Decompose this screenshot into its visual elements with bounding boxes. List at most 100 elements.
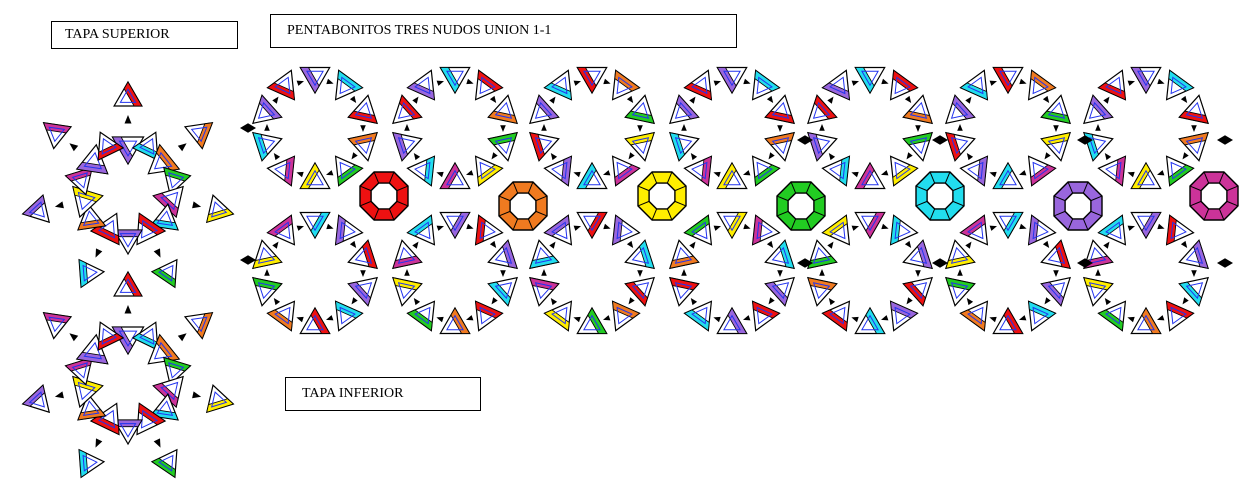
- arrow-marker: [541, 269, 547, 276]
- connector-diamond: [932, 135, 948, 145]
- arrow-marker: [192, 201, 201, 208]
- arrow-marker: [1019, 170, 1026, 175]
- arrow-marker: [437, 226, 444, 231]
- arrow-marker: [492, 152, 498, 159]
- arrow-marker: [350, 96, 356, 103]
- arrow-marker: [881, 79, 888, 84]
- connector-diamond: [240, 255, 256, 265]
- arrow-marker: [905, 96, 911, 103]
- arrow-marker: [154, 248, 161, 257]
- lower-rosette: [530, 213, 654, 334]
- knot-hole: [788, 193, 814, 219]
- arrow-marker: [272, 97, 278, 104]
- upper-rosette: [253, 68, 377, 189]
- arrow-marker: [1043, 241, 1049, 248]
- arrow-marker: [767, 241, 773, 248]
- arrow-marker: [965, 97, 971, 104]
- upper-rosette: [670, 68, 794, 189]
- arrow-marker: [1095, 269, 1101, 276]
- knot-bead: [499, 182, 547, 230]
- arrow-marker: [989, 172, 996, 177]
- arrow-marker: [1157, 170, 1164, 175]
- knot-bead: [360, 172, 408, 220]
- arrow-marker: [178, 333, 187, 341]
- arrow-marker: [714, 81, 721, 86]
- arrow-marker: [1181, 96, 1187, 103]
- arrow-marker: [681, 269, 687, 276]
- arrow-marker: [437, 81, 444, 86]
- arrow-marker: [360, 125, 366, 132]
- arrow-marker: [603, 315, 610, 320]
- arrow-marker: [414, 153, 420, 160]
- arrow-marker: [990, 226, 997, 231]
- arrow-marker: [69, 143, 78, 151]
- knot-hole: [371, 183, 397, 209]
- arrow-marker: [627, 96, 633, 103]
- arrow-marker: [492, 297, 498, 304]
- arrow-marker: [1128, 81, 1135, 86]
- arrow-marker: [551, 153, 557, 160]
- arrow-marker: [1103, 242, 1109, 249]
- knot-bead: [638, 172, 686, 220]
- arrow-marker: [55, 201, 64, 208]
- arrow-marker: [1191, 270, 1197, 277]
- arrow-marker: [574, 81, 581, 86]
- arrow-marker: [990, 81, 997, 86]
- arrow-marker: [691, 153, 697, 160]
- upper-rosette: [808, 68, 932, 189]
- arrow-marker: [154, 438, 161, 447]
- arrow-marker: [637, 125, 643, 132]
- arrow-marker: [603, 170, 610, 175]
- arrow-marker: [907, 152, 913, 159]
- arrow-marker: [1045, 152, 1051, 159]
- arrow-marker: [829, 298, 835, 305]
- connector-diamond: [1217, 258, 1233, 268]
- upper-rosette: [393, 68, 517, 189]
- arrow-marker: [360, 270, 366, 277]
- lower-rosette: [393, 213, 517, 334]
- arrow-marker: [852, 226, 859, 231]
- upper-rosette: [1084, 68, 1208, 189]
- arrow-marker: [989, 317, 996, 322]
- arrow-marker: [819, 124, 825, 131]
- arrow-marker: [957, 124, 963, 131]
- knot-hole: [1201, 183, 1227, 209]
- arrow-marker: [551, 298, 557, 305]
- top-cover-rosette: [23, 82, 234, 287]
- arrow-marker: [1103, 97, 1109, 104]
- arrow-marker: [297, 226, 304, 231]
- knot-hole: [1065, 193, 1091, 219]
- arrow-marker: [637, 270, 643, 277]
- arrow-marker: [500, 270, 506, 277]
- arrow-marker: [629, 152, 635, 159]
- arrow-marker: [541, 124, 547, 131]
- arrow-marker: [1181, 241, 1187, 248]
- lower-rosette: [253, 213, 377, 334]
- bottom-cover-rosette: [23, 272, 234, 477]
- arrow-marker: [881, 170, 888, 175]
- arrow-marker: [326, 224, 333, 229]
- arrow-marker: [1105, 298, 1111, 305]
- arrow-marker: [881, 315, 888, 320]
- arrow-marker: [125, 115, 132, 124]
- arrow-marker: [743, 315, 750, 320]
- arrow-marker: [436, 172, 443, 177]
- knot-bead: [777, 182, 825, 230]
- arrow-marker: [603, 79, 610, 84]
- arrow-marker: [743, 170, 750, 175]
- lower-rosette: [670, 213, 794, 334]
- arrow-marker: [627, 241, 633, 248]
- arrow-marker: [414, 298, 420, 305]
- connector-diamond: [240, 123, 256, 133]
- arrow-marker: [769, 152, 775, 159]
- arrow-marker: [125, 305, 132, 314]
- arrow-marker: [1053, 270, 1059, 277]
- arrow-marker: [500, 125, 506, 132]
- arrow-marker: [274, 298, 280, 305]
- connector-diamond: [932, 258, 948, 268]
- arrow-marker: [819, 269, 825, 276]
- knot-bead: [1054, 182, 1102, 230]
- arrow-marker: [915, 270, 921, 277]
- arrow-marker: [404, 124, 410, 131]
